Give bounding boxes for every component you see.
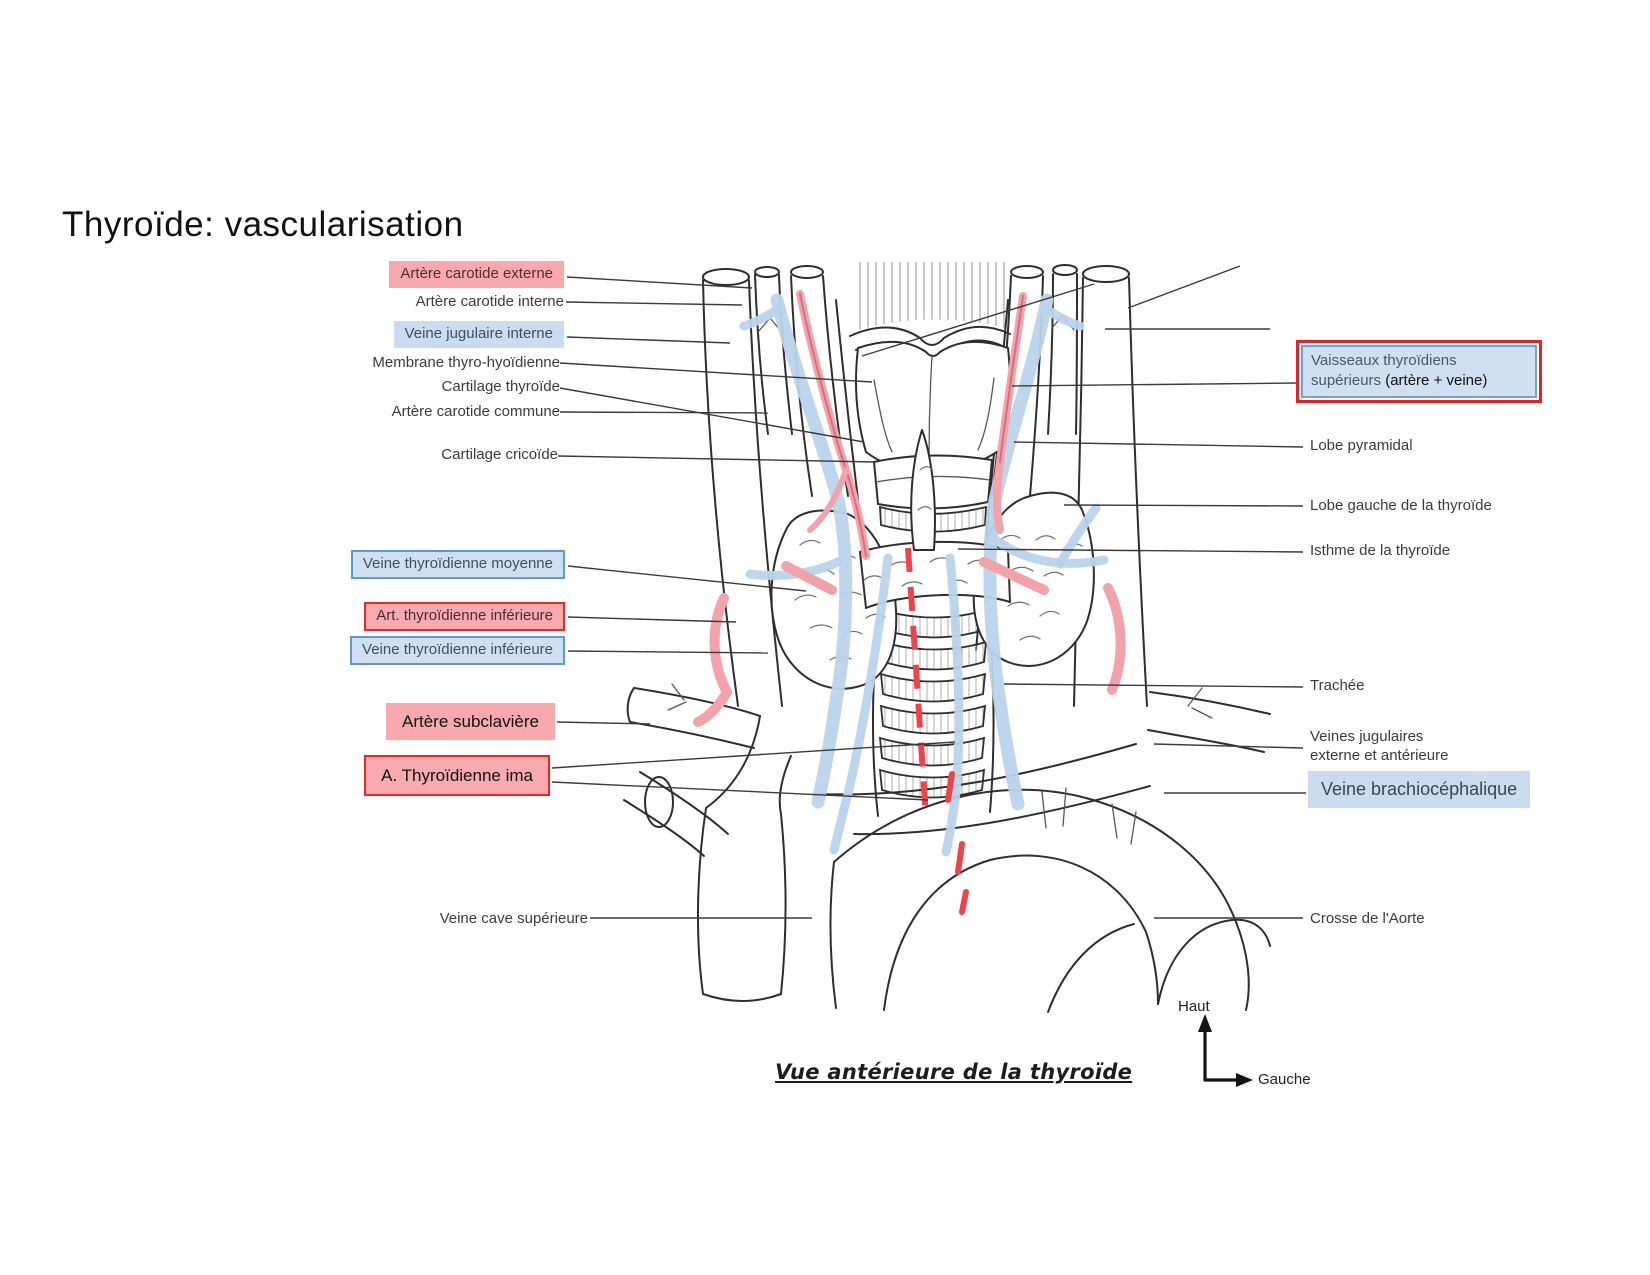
compass-up-label: Haut [1178,998,1210,1015]
label-veine-thyroidienne-moyenne: Veine thyroïdienne moyenne [350,550,565,579]
page-title: Thyroïde: vascularisation [62,205,464,244]
thyroidea-ima-line [905,547,969,915]
label-veine-thyroidienne-inferieure: Veine thyroïdienne inférieure [350,636,565,665]
figure-caption: Vue antérieure de la thyroïde [775,1060,1133,1084]
leader-lines [551,265,1306,919]
veins [739,293,1109,857]
label-cartilage-thyroide: Cartilage thyroïde [441,378,560,395]
great-vessels [623,683,1271,1013]
label-veine-brachiocephalique: Veine brachiocéphalique [1308,771,1531,808]
label-membrane-thyro-hyoidienne: Membrane thyro-hyoïdienne [372,354,560,371]
veines-jugulaires-line2: externe et antérieure [1310,746,1449,764]
vaisseaux-line2: supérieurs [1311,372,1382,390]
compass-right-label: Gauche [1258,1071,1311,1088]
vaisseaux-line1: Vaisseaux thyroïdiens [1311,352,1457,369]
label-artere-carotide-commune: Artère carotide commune [391,403,560,420]
label-a-thyroidienne-ima: A. Thyroïdienne ima [364,755,550,797]
arteries [693,290,1126,727]
label-artere-carotide-externe: Artère carotide externe [389,261,564,288]
neck-vessel-tubes [702,264,1148,707]
label-lobe-gauche: Lobe gauche de la thyroïde [1310,497,1492,514]
label-veines-jugulaires: Veines jugulaires externe et antérieure [1310,728,1448,766]
vaisseaux-box-inner: Vaisseaux thyroïdiens supérieurs (artère… [1301,345,1537,398]
thyroid-gland [770,429,1095,690]
label-artere-carotide-interne: Artère carotide interne [415,293,564,310]
label-artere-subclaviere: Artère subclavière [385,703,555,741]
label-cartilage-cricoide: Cartilage cricoïde [441,446,558,463]
label-trachee: Trachée [1310,677,1365,694]
label-crosse-aorte: Crosse de l'Aorte [1310,910,1425,927]
label-vaisseaux-thyroidiens-superieurs: Vaisseaux thyroïdiens supérieurs (artère… [1296,340,1542,403]
veines-jugulaires-line1: Veines jugulaires [1310,728,1424,745]
label-lobe-pyramidal: Lobe pyramidal [1310,437,1413,454]
label-isthme: Isthme de la thyroïde [1310,542,1451,559]
label-art-thyroidienne-inferieure: Art. thyroïdienne inférieure [364,602,565,631]
larynx-cartilages [855,340,1011,533]
vaisseaux-note: (artère + veine) [1385,372,1488,390]
label-veine-cave-superieure: Veine cave supérieure [439,910,588,927]
orientation-compass [1198,1014,1253,1087]
label-veine-jugulaire-interne: Veine jugulaire interne [393,321,564,348]
